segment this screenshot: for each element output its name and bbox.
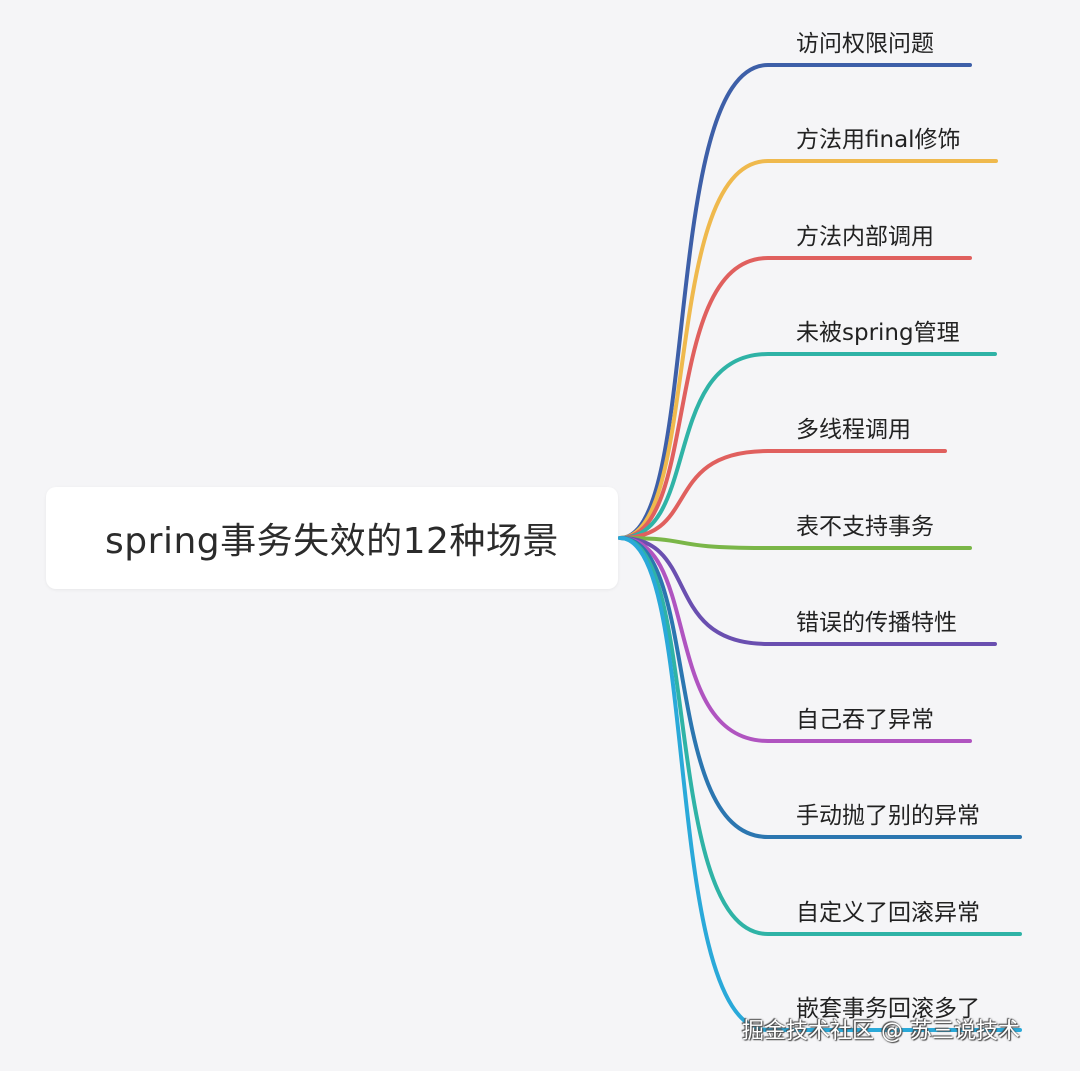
branch-node[interactable]: 方法内部调用 (796, 224, 934, 250)
branch-node[interactable]: 自己吞了异常 (796, 707, 934, 733)
branch-connector (618, 159, 998, 540)
branch-node[interactable]: 手动抛了别的异常 (796, 803, 980, 829)
branch-node[interactable]: 自定义了回滚异常 (796, 900, 980, 926)
branch-connector (618, 256, 972, 540)
branch-connector (618, 536, 1022, 1032)
branch-node[interactable]: 访问权限问题 (796, 31, 934, 57)
branch-node[interactable]: 错误的传播特性 (796, 610, 957, 636)
branch-connector (618, 536, 972, 550)
branch-node[interactable]: 表不支持事务 (796, 514, 934, 540)
branch-connector (618, 536, 1022, 936)
branch-connector (618, 536, 1022, 839)
branch-connector (618, 352, 997, 540)
branch-node[interactable]: 未被spring管理 (796, 320, 960, 346)
root-title: spring事务失效的12种场景 (105, 521, 559, 562)
root-node[interactable]: spring事务失效的12种场景 (46, 487, 618, 589)
branch-connector (618, 63, 972, 540)
branch-node[interactable]: 方法用final修饰 (796, 127, 961, 153)
branch-connector (618, 449, 947, 540)
branch-node[interactable]: 多线程调用 (796, 417, 911, 443)
branch-connector (618, 536, 997, 646)
branch-connector (618, 536, 972, 743)
branch-node[interactable]: 嵌套事务回滚多了 (796, 996, 980, 1022)
watermark: 掘金技术社区 @ 苏三说技术 (742, 1019, 1020, 1044)
